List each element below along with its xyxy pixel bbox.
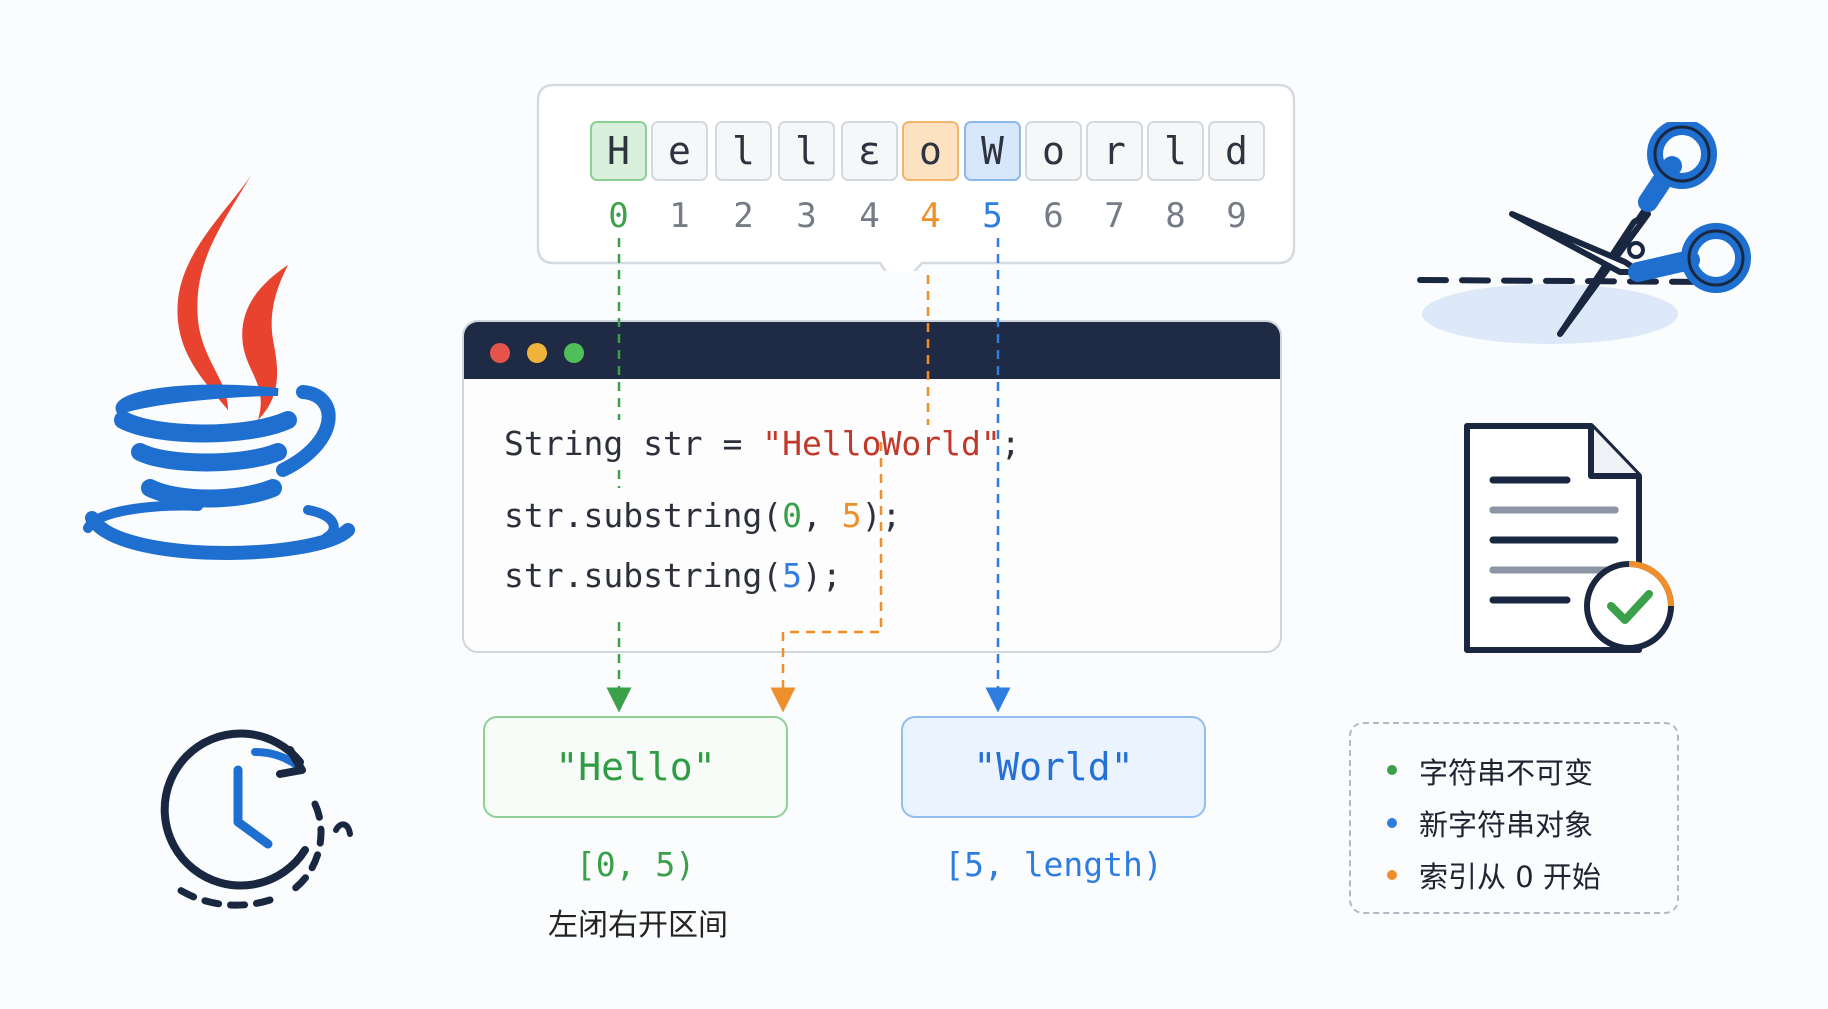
char-cell: W xyxy=(964,121,1021,181)
result-hello-box: "Hello" xyxy=(483,716,788,818)
fact-bullet-icon xyxy=(1387,818,1397,828)
index-label: 6 xyxy=(1043,196,1064,236)
fact-item: 字符串不可变 xyxy=(1419,756,1594,790)
char-cell: o xyxy=(1025,121,1082,181)
code-line-substring-from: str.substring(5); xyxy=(504,556,842,595)
arrow-end-index xyxy=(783,275,930,700)
range-hello: [0, 5) xyxy=(575,845,696,884)
result-world-box: "World" xyxy=(901,716,1206,818)
code-line-substring-range: str.substring(0, 5); xyxy=(504,496,902,535)
fact-bullet-icon xyxy=(1387,765,1397,775)
char-cell: r xyxy=(1086,121,1143,181)
char-cell: l xyxy=(1147,121,1204,181)
index-label: 1 xyxy=(669,196,690,236)
document-check-icon xyxy=(1464,423,1674,653)
char-cell: l xyxy=(715,121,772,181)
fact-item: 索引从 0 开始 xyxy=(1419,860,1601,894)
java-logo-icon xyxy=(83,174,355,560)
index-label: 9 xyxy=(1226,196,1247,236)
facts-box: 字符串不可变 新字符串对象 索引从 0 开始 xyxy=(1349,722,1679,914)
index-label: 3 xyxy=(796,196,817,236)
close-dot-icon xyxy=(490,343,510,363)
maximize-dot-icon xyxy=(564,343,584,363)
window-title-bar xyxy=(464,322,1280,379)
code-window: String str = "HelloWorld"; str.substring… xyxy=(462,320,1282,653)
interval-note: 左闭右开区间 xyxy=(548,908,728,943)
index-label: 4 xyxy=(859,196,880,236)
range-world: [5, length) xyxy=(944,845,1163,884)
fact-bullet-icon xyxy=(1387,870,1397,880)
index-label: 4 xyxy=(920,196,941,236)
index-label: 8 xyxy=(1165,196,1186,236)
character-strip: H e l l ɛ o W o r l d xyxy=(590,121,1270,183)
clock-refresh-icon xyxy=(160,729,353,909)
char-cell: ɛ xyxy=(841,121,898,181)
char-cell: H xyxy=(590,121,647,181)
index-label: 2 xyxy=(733,196,754,236)
index-label: 0 xyxy=(608,196,629,236)
fact-item: 新字符串对象 xyxy=(1419,808,1594,842)
scissors-icon xyxy=(1417,122,1751,344)
char-cell: d xyxy=(1208,121,1265,181)
index-label: 5 xyxy=(982,196,1003,236)
char-cell: e xyxy=(651,121,708,181)
char-cell: l xyxy=(778,121,835,181)
minimize-dot-icon xyxy=(527,343,547,363)
char-cell: o xyxy=(902,121,959,181)
index-label: 7 xyxy=(1104,196,1125,236)
